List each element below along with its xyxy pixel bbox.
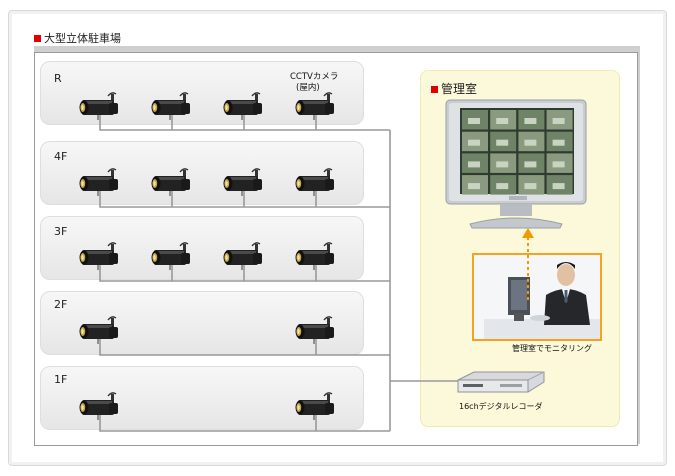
feed-vehicle-shape xyxy=(552,161,565,168)
cctv-camera-icon xyxy=(222,92,263,121)
operator-caption: 管理室でモニタリング xyxy=(512,344,592,353)
feed-vehicle-shape xyxy=(468,183,480,190)
monitor-room-title: 管理室 xyxy=(441,82,478,96)
diagram-heading: 大型立体駐車場 xyxy=(34,30,121,46)
feed-vehicle-shape xyxy=(524,161,537,168)
cctv-camera-icon xyxy=(78,168,119,197)
camera-caption-line1: CCTVカメラ xyxy=(290,72,339,82)
lcd-monitor-icon xyxy=(445,99,587,229)
feed-vehicle-shape xyxy=(468,118,480,124)
cctv-camera-icon xyxy=(78,392,119,421)
floor-label-2f: 2F xyxy=(54,298,68,311)
cable-network xyxy=(99,113,466,432)
cctv-camera-icon xyxy=(78,242,119,271)
red-square-marker xyxy=(431,86,438,93)
red-square-marker xyxy=(34,35,41,42)
feed-vehicle-shape xyxy=(524,118,537,124)
cctv-camera-icon xyxy=(78,316,119,345)
feed-vehicle-shape xyxy=(496,161,509,168)
diagram-title: 大型立体駐車場 xyxy=(44,32,121,45)
feed-vehicle-shape xyxy=(552,118,565,124)
floor-label-3f: 3F xyxy=(54,225,68,238)
cctv-camera-icon xyxy=(294,392,335,421)
feed-vehicle-shape xyxy=(496,183,509,190)
cctv-camera-icon xyxy=(222,242,263,271)
camera-caption-line2: (屋内) xyxy=(296,83,320,93)
floor-band-1f xyxy=(40,366,364,430)
cameras xyxy=(78,92,335,421)
floor-band-3f xyxy=(40,216,364,280)
floor-band-4f xyxy=(40,141,364,205)
cctv-camera-icon xyxy=(150,168,191,197)
cctv-camera-icon xyxy=(294,168,335,197)
feed-vehicle-shape xyxy=(496,118,509,124)
floor-label-r: R xyxy=(54,72,62,85)
floor-label-4f: 4F xyxy=(54,150,68,163)
cctv-camera-icon xyxy=(294,316,335,345)
feed-vehicle-shape xyxy=(524,183,537,190)
cctv-camera-icon xyxy=(150,242,191,271)
cctv-camera-icon xyxy=(222,168,263,197)
feed-vehicle-shape xyxy=(552,183,565,190)
recorder-caption: 16chデジタルレコーダ xyxy=(459,402,543,411)
cctv-camera-icon xyxy=(294,92,335,121)
cctv-camera-icon xyxy=(294,242,335,271)
operator-photo xyxy=(472,253,602,341)
cctv-camera-icon xyxy=(150,92,191,121)
floor-label-1f: 1F xyxy=(54,373,68,386)
feed-vehicle-shape xyxy=(552,139,565,146)
monitor-room-heading: 管理室 xyxy=(431,80,477,97)
operator-photo-art xyxy=(474,255,600,339)
cctv-camera-icon xyxy=(78,92,119,121)
dvr-recorder-icon xyxy=(457,371,545,393)
feed-vehicle-shape xyxy=(468,139,480,146)
feed-vehicle-shape xyxy=(468,161,480,168)
feed-vehicle-shape xyxy=(524,139,537,146)
feed-vehicle-shape xyxy=(496,139,509,146)
signal-arrow xyxy=(522,228,534,300)
